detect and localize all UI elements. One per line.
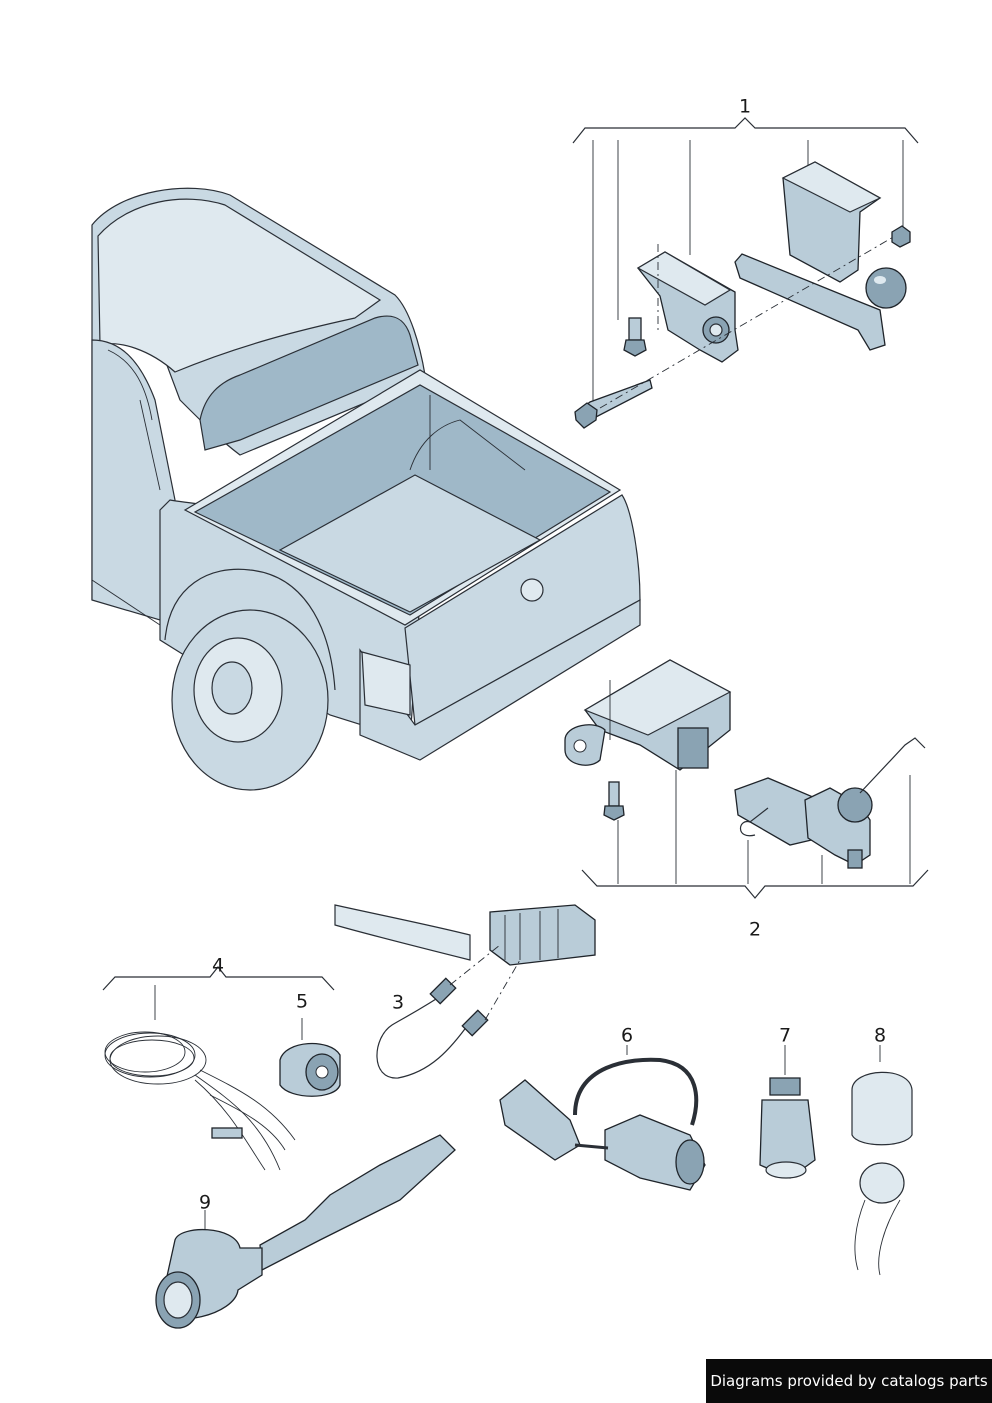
- part-8-ball-cover: [851, 1045, 913, 1276]
- callout-4: 4: [211, 954, 225, 977]
- part-3-adapter-cable: [334, 904, 596, 1079]
- callout-8: 8: [873, 1024, 887, 1047]
- part-7-connector-plug: [759, 1045, 816, 1179]
- pickup-truck-illustration: [91, 187, 641, 791]
- callout-5: 5: [295, 990, 309, 1013]
- callout-3: 3: [391, 991, 405, 1014]
- callout-9: 9: [198, 1191, 212, 1214]
- callout-7: 7: [778, 1024, 792, 1047]
- part-group-2-hitch-receiver: [564, 659, 929, 899]
- part-9-adapter: [155, 1134, 456, 1329]
- part-6-adapter-cable: [499, 1045, 706, 1191]
- part-4-wiring-harness: [102, 966, 335, 1171]
- part-group-1-towbar: [572, 117, 919, 429]
- callout-2: 2: [748, 918, 762, 941]
- part-5-socket-insert: [279, 1018, 341, 1097]
- watermark-banner: Diagrams provided by catalogs parts: [706, 1359, 992, 1403]
- callout-1: 1: [738, 95, 752, 118]
- callout-6: 6: [620, 1024, 634, 1047]
